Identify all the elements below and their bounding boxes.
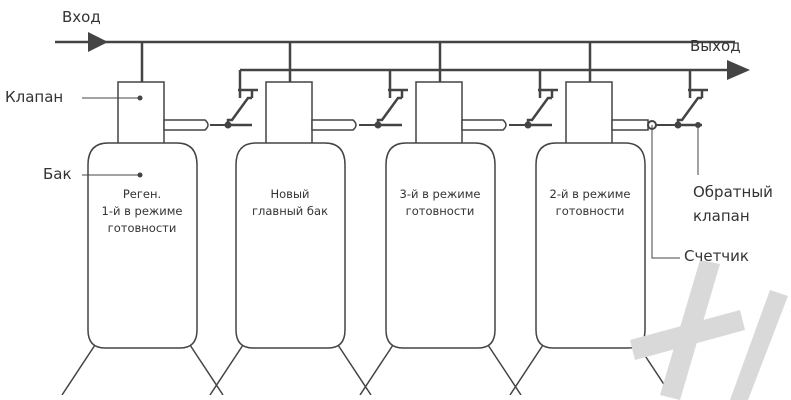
valve-4 <box>676 88 708 127</box>
tank-4 <box>535 142 646 349</box>
tank-label: Бак <box>43 165 72 183</box>
valve-head-3 <box>415 81 463 145</box>
tank-1 <box>87 142 198 349</box>
tank-base-2 <box>209 344 372 395</box>
tank-leader-dot <box>137 172 143 178</box>
tank-3-label: 3-й в режиме готовности <box>399 187 481 218</box>
valve-2 <box>376 88 408 127</box>
check-valve-label: Обратный клапан <box>693 183 773 225</box>
tank-base-4 <box>509 344 672 395</box>
valve-3 <box>526 88 558 127</box>
valve-label: Клапан <box>5 88 64 106</box>
valve-1 <box>226 88 258 127</box>
outlet-stub-3 <box>461 119 507 131</box>
valve-leader-dot <box>137 95 143 101</box>
meter-label: Счетчик <box>684 247 749 265</box>
outlet-stub-1 <box>163 119 209 131</box>
outlet-label: Выход <box>690 37 741 55</box>
check-valve-dot <box>695 122 701 128</box>
tank-base-3 <box>359 344 522 395</box>
valve-head-1 <box>117 81 165 145</box>
valve-dot-4 <box>674 121 682 129</box>
inlet-arrow <box>88 32 108 52</box>
tank-2-label: Новый главный бак <box>251 187 329 218</box>
tank-1-label: Реген. 1-й в режиме готовности <box>101 187 183 235</box>
tank-3 <box>385 142 496 349</box>
outlet-stub-2 <box>311 119 357 131</box>
tank-base-1 <box>61 344 224 395</box>
outlet-stub-4 <box>611 119 649 131</box>
meter-leader-line <box>651 125 680 259</box>
valve-dot-3 <box>524 121 532 129</box>
valve-dot-1 <box>224 121 232 129</box>
outlet-arrow <box>727 60 750 80</box>
tank-2 <box>235 142 346 349</box>
valve-head-4 <box>565 81 613 145</box>
valve-head-2 <box>265 81 313 145</box>
valve-dot-2 <box>374 121 382 129</box>
tank-4-label: 2-й в режиме готовности <box>549 187 631 218</box>
inlet-label: Вход <box>62 8 101 26</box>
